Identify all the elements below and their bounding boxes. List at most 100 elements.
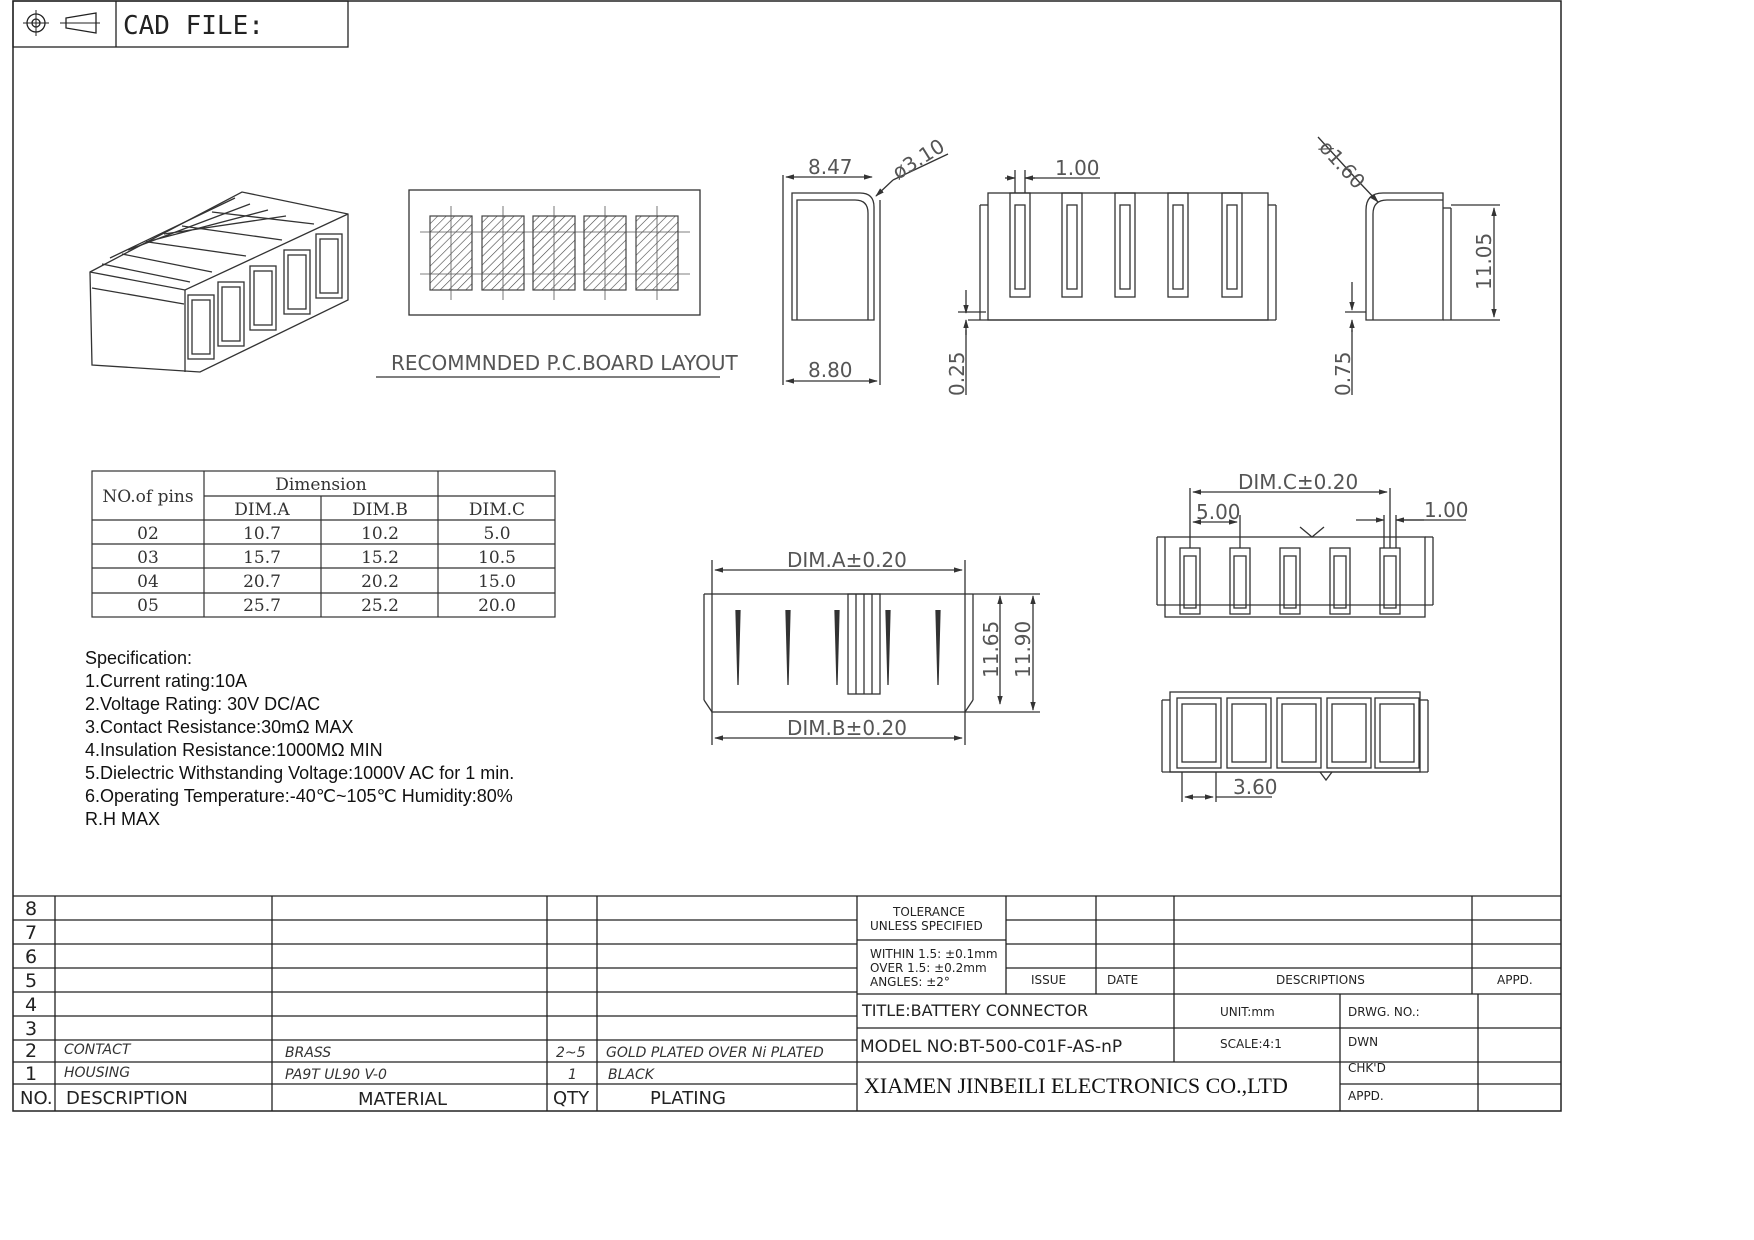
- tol-subtitle: UNLESS SPECIFIED: [870, 919, 983, 933]
- dim-847: 8.47: [808, 155, 853, 179]
- bom-row-no: 8: [25, 898, 37, 920]
- side-view-right: [1317, 136, 1500, 395]
- bom-row-no: 3: [25, 1018, 37, 1040]
- dim-160: ø1.60: [1314, 135, 1370, 193]
- bom-header-no: NO.: [20, 1088, 53, 1109]
- bom-row-no: 5: [25, 970, 37, 992]
- tol-within: WITHIN 1.5: ±0.1mm: [870, 947, 998, 961]
- bom-row-no: 7: [25, 922, 37, 944]
- appd2-label: APPD.: [1348, 1089, 1384, 1103]
- table-cell: 10.5: [478, 548, 516, 568]
- table-cell: 10.2: [361, 524, 399, 544]
- bom-header-qty: QTY: [553, 1088, 590, 1109]
- crosshair-icon: [23, 10, 49, 36]
- tol-angles: ANGLES: ±2°: [870, 975, 950, 989]
- bom-header-desc: DESCRIPTION: [66, 1088, 188, 1109]
- side-view-left: [782, 153, 949, 385]
- dim-360: 3.60: [1233, 775, 1278, 799]
- table-col-b: DIM.B: [352, 500, 408, 520]
- bom-header-plating: PLATING: [650, 1088, 726, 1109]
- bom-plating: BLACK: [608, 1067, 656, 1083]
- dim-a: DIM.A±0.20: [787, 548, 907, 572]
- dim-025: 0.25: [945, 351, 969, 396]
- table-cell: 10.7: [243, 524, 281, 544]
- table-cell: 02: [137, 524, 159, 544]
- dim-100b: 1.00: [1424, 498, 1469, 522]
- spec-line: 5.Dielectric Withstanding Voltage:1000V …: [85, 763, 514, 783]
- unit-label: UNIT:mm: [1220, 1005, 1275, 1019]
- table-col-c: DIM.C: [469, 500, 525, 520]
- front-view-bottom: [1161, 691, 1429, 802]
- bom-row-no: 4: [25, 994, 37, 1016]
- dim-100: 1.00: [1055, 156, 1100, 180]
- bom-desc: CONTACT: [64, 1042, 132, 1058]
- dim-075: 0.75: [1331, 351, 1355, 396]
- bom-row-no: 2: [25, 1040, 37, 1062]
- company-name: XIAMEN JINBEILI ELECTRONICS CO.,LTD: [864, 1073, 1288, 1098]
- spec-line: 3.Contact Resistance:30mΩ MAX: [85, 717, 354, 737]
- dwn-label: DWN: [1348, 1035, 1378, 1049]
- bottom-view: [703, 560, 1040, 745]
- dim-880: 8.80: [808, 358, 853, 382]
- dim-500: 5.00: [1196, 500, 1241, 524]
- title-block: [857, 896, 1561, 1111]
- model-number: MODEL NO:BT-500-C01F-AS-nP: [860, 1037, 1122, 1057]
- table-col-a: DIM.A: [234, 500, 290, 520]
- descriptions-label: DESCRIPTIONS: [1276, 973, 1365, 987]
- chkd-label: CHK'D: [1348, 1061, 1386, 1075]
- bom-desc: HOUSING: [64, 1065, 130, 1081]
- spec-line: 2.Voltage Rating: 30V DC/AC: [85, 694, 320, 714]
- bom-row-no: 6: [25, 946, 37, 968]
- table-cell: 5.0: [483, 524, 510, 544]
- drawing-title: TITLE:BATTERY CONNECTOR: [861, 1001, 1088, 1020]
- dimension-table: [91, 470, 556, 618]
- bom-qty: 2~5: [556, 1045, 586, 1061]
- issue-label: ISSUE: [1031, 973, 1066, 987]
- bom-table: [13, 895, 1561, 1111]
- bom-header-material: MATERIAL: [358, 1089, 447, 1110]
- table-cell: 15.7: [243, 548, 281, 568]
- bom-qty: 1: [568, 1067, 577, 1083]
- cad-label: CAD FILE:: [123, 11, 264, 41]
- tol-over: OVER 1.5: ±0.2mm: [870, 961, 987, 975]
- drwg-label: DRWG. NO.:: [1348, 1005, 1420, 1019]
- bom-material: PA9T UL90 V-0: [285, 1067, 387, 1083]
- table-cell: 04: [137, 572, 159, 592]
- spec-line: 4.Insulation Resistance:1000MΩ MIN: [85, 740, 383, 760]
- sheet-border: [12, 0, 1562, 1112]
- dim-310: ø3.10: [888, 134, 949, 184]
- table-cell: 03: [137, 548, 159, 568]
- dim-b: DIM.B±0.20: [787, 716, 907, 740]
- table-col-pins: NO.of pins: [102, 487, 193, 507]
- table-cell: 20.2: [361, 572, 399, 592]
- isometric-view: [89, 191, 349, 373]
- top-view-right: [1156, 488, 1466, 618]
- bom-plating: GOLD PLATED OVER Ni PLATED: [606, 1045, 824, 1061]
- table-cell: 15.0: [478, 572, 516, 592]
- spec-line: R.H MAX: [85, 809, 160, 829]
- dim-c: DIM.C±0.20: [1238, 470, 1358, 494]
- table-cell: 20.0: [478, 596, 516, 616]
- dim-1165: 11.65: [979, 621, 1003, 678]
- spec-line: 6.Operating Temperature:-40℃~105℃ Humidi…: [85, 786, 513, 806]
- front-view: [958, 170, 1277, 395]
- cone-projection-icon: [60, 12, 100, 34]
- spec-line: 1.Current rating:10A: [85, 671, 247, 691]
- dim-1105: 11.05: [1472, 233, 1496, 290]
- scale-label: SCALE:4:1: [1220, 1037, 1282, 1051]
- bom-material: BRASS: [285, 1045, 331, 1061]
- cad-header: CAD FILE:: [12, 0, 349, 48]
- table-cell: 15.2: [361, 548, 399, 568]
- appd-label: APPD.: [1497, 973, 1533, 987]
- table-group-dimension: Dimension: [275, 475, 367, 495]
- spec-title: Specification:: [85, 648, 192, 668]
- pcb-caption: RECOMMNDED P.C.BOARD LAYOUT: [391, 351, 738, 375]
- date-label: DATE: [1107, 973, 1138, 987]
- tol-title: TOLERANCE: [892, 905, 965, 919]
- table-cell: 25.7: [243, 596, 281, 616]
- table-cell: 25.2: [361, 596, 399, 616]
- bom-row-no: 1: [25, 1063, 37, 1085]
- drawing-sheet: CAD FILE: RECOMMNDED P.C.BOA: [12, 0, 1562, 1112]
- table-cell: 20.7: [243, 572, 281, 592]
- table-cell: 05: [137, 596, 159, 616]
